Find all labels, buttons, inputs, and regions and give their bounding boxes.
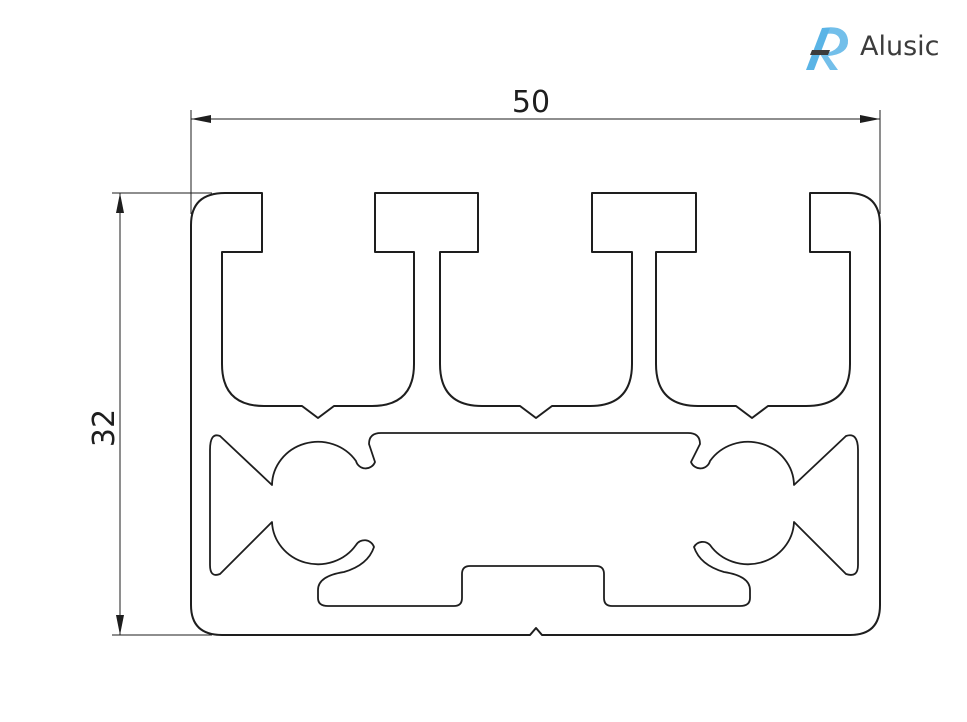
brand-logo: Alusic [800, 18, 940, 74]
height-arrow-bottom [116, 615, 124, 635]
profile-inner-chamber [209, 432, 859, 607]
width-arrow-right [860, 115, 880, 123]
height-dimension-label: 32 [87, 409, 122, 447]
profile-outline [190, 192, 881, 636]
height-dimension: 32 [87, 192, 212, 636]
height-arrow-top [116, 193, 124, 213]
brand-name: Alusic [860, 30, 940, 62]
brand-mark-icon [806, 27, 849, 70]
width-dimension-label: 50 [512, 85, 550, 120]
width-dimension: 50 [190, 85, 881, 214]
width-arrow-left [191, 115, 211, 123]
